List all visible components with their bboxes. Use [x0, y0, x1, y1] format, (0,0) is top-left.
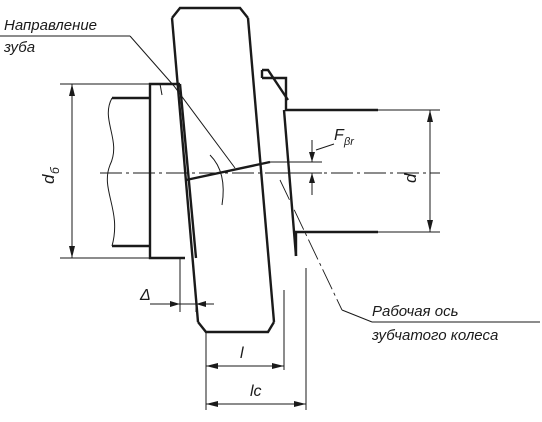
label-length-l: l [240, 345, 244, 362]
dimension-runout [270, 140, 335, 195]
dimension-d-shaft [378, 109, 440, 233]
label-shoulder-diameter: d б [39, 166, 62, 184]
gear-right-face [246, 17, 276, 323]
label-tooth-direction-line1: Направление [4, 17, 97, 34]
label-shaft-diameter: d [401, 173, 420, 183]
gear-body [159, 6, 298, 334]
shaft-break-line [106, 97, 116, 247]
dimension-gap [150, 258, 214, 312]
gear-left-face [170, 17, 200, 323]
label-length-lc: lc [250, 383, 262, 400]
label-force: F [334, 127, 345, 144]
label-working-axis-line2: зубчатого колеса [371, 327, 498, 344]
working-axis-leader [341, 309, 540, 323]
shaft-left [106, 96, 150, 248]
shaft-right [262, 76, 378, 256]
dimension-lengths [205, 268, 307, 410]
label-tooth-direction-line2: зуба [3, 39, 35, 56]
label-gap: Δ [139, 287, 151, 304]
tooth-direction-leader [129, 35, 236, 169]
working-axis-line [279, 179, 343, 311]
dimension-d-shoulder [60, 83, 150, 259]
label-working-axis-line1: Рабочая ось [372, 303, 459, 320]
label-force-sub: βr [343, 136, 355, 148]
svg-text:d: d [39, 174, 58, 184]
svg-text:б: б [48, 166, 62, 174]
tooth-direction [129, 35, 271, 206]
svg-text:d: d [401, 173, 420, 183]
